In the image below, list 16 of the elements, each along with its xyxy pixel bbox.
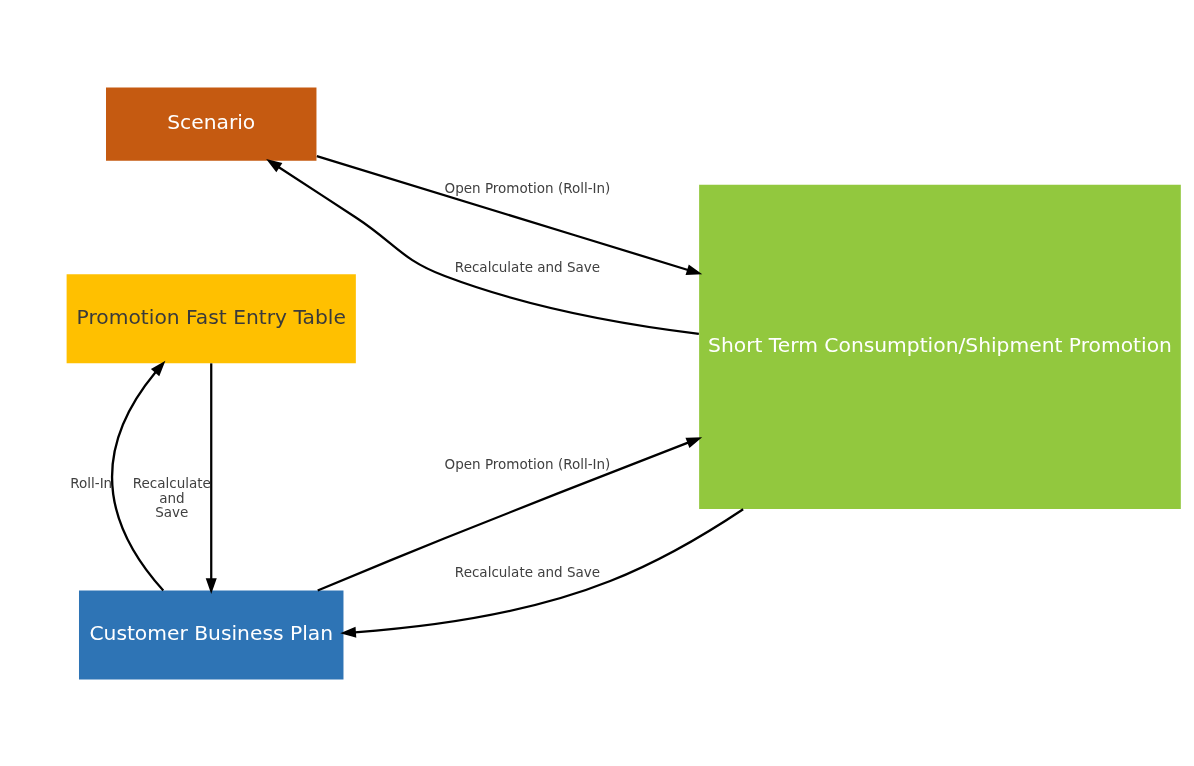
arrow bbox=[266, 158, 699, 335]
node-box: Promotion Fast Entry Table bbox=[66, 273, 356, 363]
arrow bbox=[205, 362, 217, 594]
edge-label: Recalculate and Save bbox=[132, 474, 211, 520]
node-box: Scenario bbox=[106, 87, 317, 161]
edge-label: Open Promotion (Roll-In) bbox=[444, 179, 611, 196]
arrow bbox=[316, 154, 703, 275]
edge-label: Recalculate and Save bbox=[454, 563, 601, 580]
node-box: Customer Business Plan bbox=[79, 590, 344, 679]
arrow bbox=[340, 507, 744, 638]
edge-label: Roll-In bbox=[70, 474, 113, 491]
edge-label: Open Promotion (Roll-In) bbox=[444, 455, 611, 472]
node-box: Short Term Consumption/Shipment Promotion bbox=[699, 184, 1181, 509]
arrow bbox=[317, 436, 703, 592]
edge-label: Recalculate and Save bbox=[454, 258, 601, 275]
arrow bbox=[111, 360, 166, 591]
